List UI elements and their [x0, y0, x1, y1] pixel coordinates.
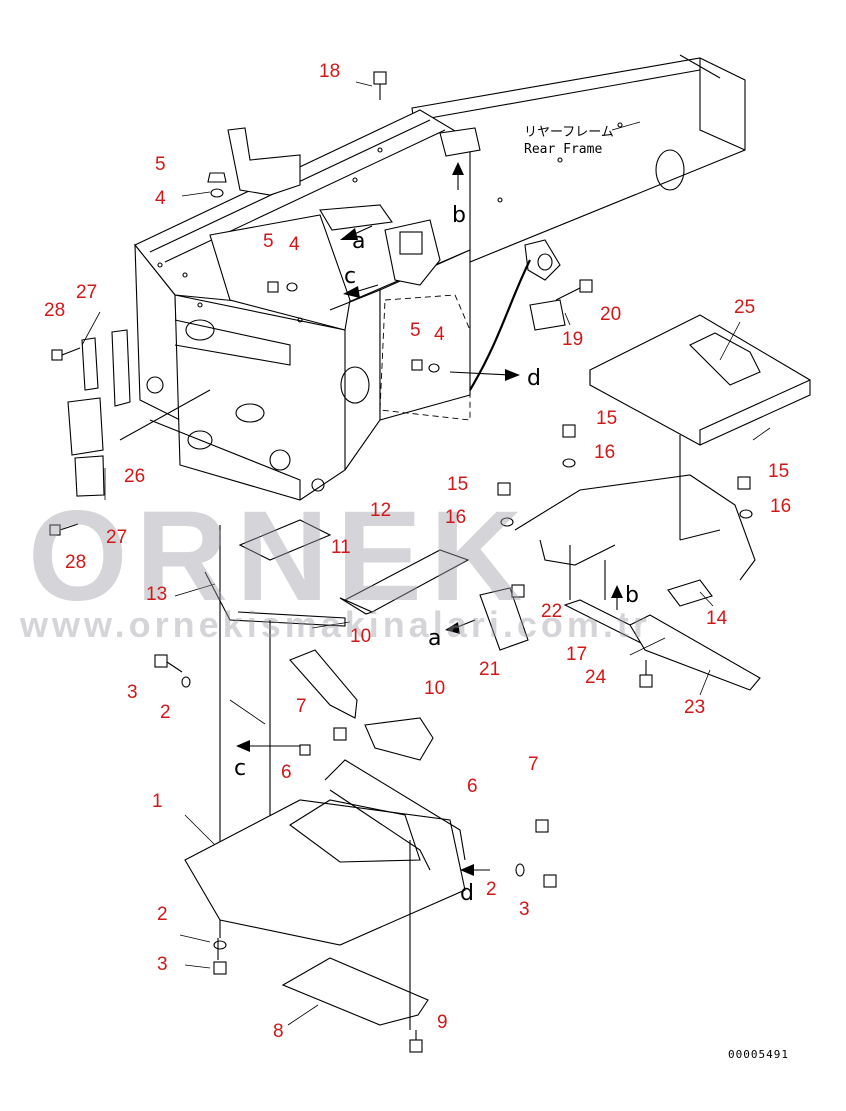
view-letter-c: c: [234, 756, 246, 781]
callout-3: 3: [519, 899, 530, 920]
frame-label: リヤーフレーム Rear Frame: [524, 121, 641, 157]
callout-26: 26: [124, 466, 145, 487]
view-letter-a: a: [352, 229, 365, 254]
callout-3: 3: [157, 954, 168, 975]
callout-3: 3: [127, 682, 138, 703]
callout-7: 7: [296, 696, 307, 717]
callout-11: 11: [331, 537, 351, 558]
callout-19: 19: [562, 329, 583, 350]
callout-22: 22: [541, 601, 562, 622]
callout-6: 6: [281, 762, 292, 783]
callout-14: 14: [706, 608, 728, 629]
callout-2: 2: [486, 879, 497, 900]
callout-17: 17: [566, 644, 587, 665]
callout-16: 16: [594, 442, 615, 463]
watermark-url: www.ornekismakinalari.com.tr: [19, 604, 651, 645]
callout-4: 4: [289, 234, 300, 255]
callout-15: 15: [447, 474, 468, 495]
callout-20: 20: [600, 304, 621, 325]
callout-27: 27: [106, 527, 127, 548]
callout-6: 6: [467, 776, 478, 797]
view-letter-a: a: [428, 626, 441, 651]
view-letter-c: c: [344, 264, 356, 289]
callout-10: 10: [350, 626, 371, 647]
callout-10: 10: [424, 678, 445, 699]
callout-5: 5: [155, 154, 166, 175]
drawing-number: 00005491: [728, 1048, 789, 1061]
frame-label-english: Rear Frame: [524, 142, 602, 157]
view-letter-b: b: [452, 203, 466, 228]
view-letter-d: d: [460, 881, 474, 906]
callout-8: 8: [273, 1021, 284, 1042]
callout-1: 1: [152, 791, 163, 812]
callout-18: 18: [319, 61, 340, 82]
callout-21: 21: [479, 659, 500, 680]
callout-5: 5: [263, 231, 274, 252]
callout-4: 4: [155, 188, 166, 209]
callout-12: 12: [370, 500, 391, 521]
callout-28: 28: [44, 300, 65, 321]
callout-2: 2: [157, 904, 168, 925]
frame-label-japanese: リヤーフレーム: [524, 125, 614, 140]
view-letter-d: d: [527, 366, 541, 391]
callout-16: 16: [770, 496, 791, 517]
callout-15: 15: [768, 461, 789, 482]
guards-and-pads: [49, 71, 811, 1053]
callout-16: 16: [445, 507, 466, 528]
callout-15: 15: [596, 408, 617, 429]
callout-2: 2: [160, 702, 171, 723]
callout-28: 28: [65, 552, 86, 573]
callout-27: 27: [76, 282, 97, 303]
callout-13: 13: [146, 584, 167, 605]
view-letter-b: b: [625, 583, 639, 608]
view-arrows: [236, 162, 623, 876]
callout-9: 9: [437, 1012, 448, 1033]
rear-frame-drawing: [134, 54, 746, 501]
callout-25: 25: [734, 297, 755, 318]
callout-24: 24: [585, 667, 607, 688]
callout-5: 5: [410, 320, 421, 341]
watermark: ORNEK www.ornekismakinalari.com.tr: [19, 485, 651, 645]
watermark-brand: ORNEK: [28, 485, 530, 628]
callout-4: 4: [434, 324, 445, 345]
leader-lines: [81, 81, 771, 1026]
callouts: 18 5 4 5 4 27 28 20 19 25 5 4 15 16 26 1…: [44, 61, 791, 1042]
callout-7: 7: [528, 754, 539, 775]
view-letters: b a c d b a c d: [234, 203, 639, 906]
callout-23: 23: [684, 697, 705, 718]
